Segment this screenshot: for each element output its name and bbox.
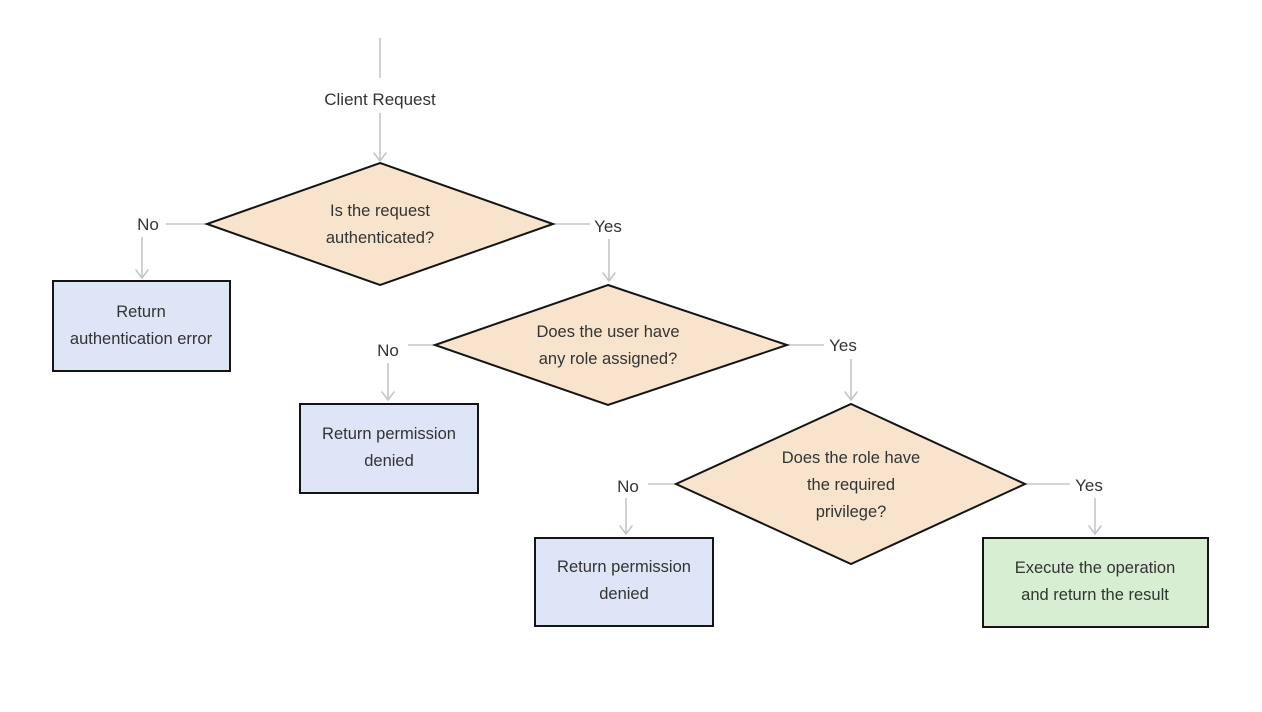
decision-privilege-line-2: the required bbox=[806, 476, 896, 494]
branch-label-auth-yes: Yes bbox=[594, 217, 622, 236]
outcome-auth-error-line-1: Return bbox=[116, 303, 166, 321]
outcome-permission-denied-2-line-2: denied bbox=[599, 585, 649, 603]
decision-role-line-1: Does the user have bbox=[536, 323, 680, 341]
decision-privilege-label: Does the role have the required privileg… bbox=[726, 445, 976, 526]
arrowhead-auth-no bbox=[135, 269, 149, 279]
arrowhead-auth-yes bbox=[602, 272, 616, 282]
decision-diamond-privilege bbox=[673, 402, 1028, 566]
decision-role-line-2: any role assigned? bbox=[538, 350, 678, 368]
decision-authenticated-label: Is the request authenticated? bbox=[255, 198, 505, 252]
decision-diamond-authenticated bbox=[203, 161, 557, 287]
arrowhead-role-yes bbox=[844, 391, 858, 401]
outcome-auth-error-line-2: authentication error bbox=[69, 330, 213, 348]
outcome-box-execute bbox=[982, 537, 1209, 628]
outcome-permission-denied-1-line-2: denied bbox=[364, 452, 414, 470]
decision-authenticated-line-2: authenticated? bbox=[325, 229, 435, 247]
arrowhead-priv-yes bbox=[1088, 525, 1102, 535]
outcome-execute-line-1: Execute the operation bbox=[1014, 559, 1176, 577]
outcome-permission-denied-1-line-1: Return permission bbox=[322, 425, 456, 443]
outcome-permission-denied-2-line-1: Return permission bbox=[557, 558, 691, 576]
decision-role-assigned-label: Does the user have any role assigned? bbox=[483, 319, 733, 373]
start-label: Client Request bbox=[324, 90, 436, 109]
branch-label-role-no: No bbox=[377, 341, 399, 360]
outcome-permission-denied-2-label: Return permission denied bbox=[524, 554, 724, 608]
decision-diamond-role-assigned bbox=[431, 283, 791, 407]
branch-label-auth-no: No bbox=[137, 215, 159, 234]
decision-privilege-line-3: privilege? bbox=[815, 503, 887, 521]
outcome-box-auth-error bbox=[52, 280, 231, 372]
arrowhead-role-no bbox=[381, 391, 395, 401]
arrowhead-priv-no bbox=[619, 525, 633, 535]
outcome-box-permission-denied-1 bbox=[299, 403, 479, 494]
outcome-box-permission-denied-2 bbox=[534, 537, 714, 627]
branch-label-priv-yes: Yes bbox=[1075, 476, 1103, 495]
outcome-auth-error-label: Return authentication error bbox=[41, 299, 241, 353]
decision-authenticated-line-1: Is the request bbox=[330, 202, 430, 220]
outcome-permission-denied-1-label: Return permission denied bbox=[289, 421, 489, 475]
arrowhead-start bbox=[373, 152, 387, 162]
decision-privilege-line-1: Does the role have bbox=[781, 449, 921, 467]
outcome-execute-label: Execute the operation and return the res… bbox=[995, 555, 1195, 609]
branch-label-role-yes: Yes bbox=[829, 336, 857, 355]
outcome-execute-line-2: and return the result bbox=[1021, 586, 1169, 604]
branch-label-priv-no: No bbox=[617, 477, 639, 496]
